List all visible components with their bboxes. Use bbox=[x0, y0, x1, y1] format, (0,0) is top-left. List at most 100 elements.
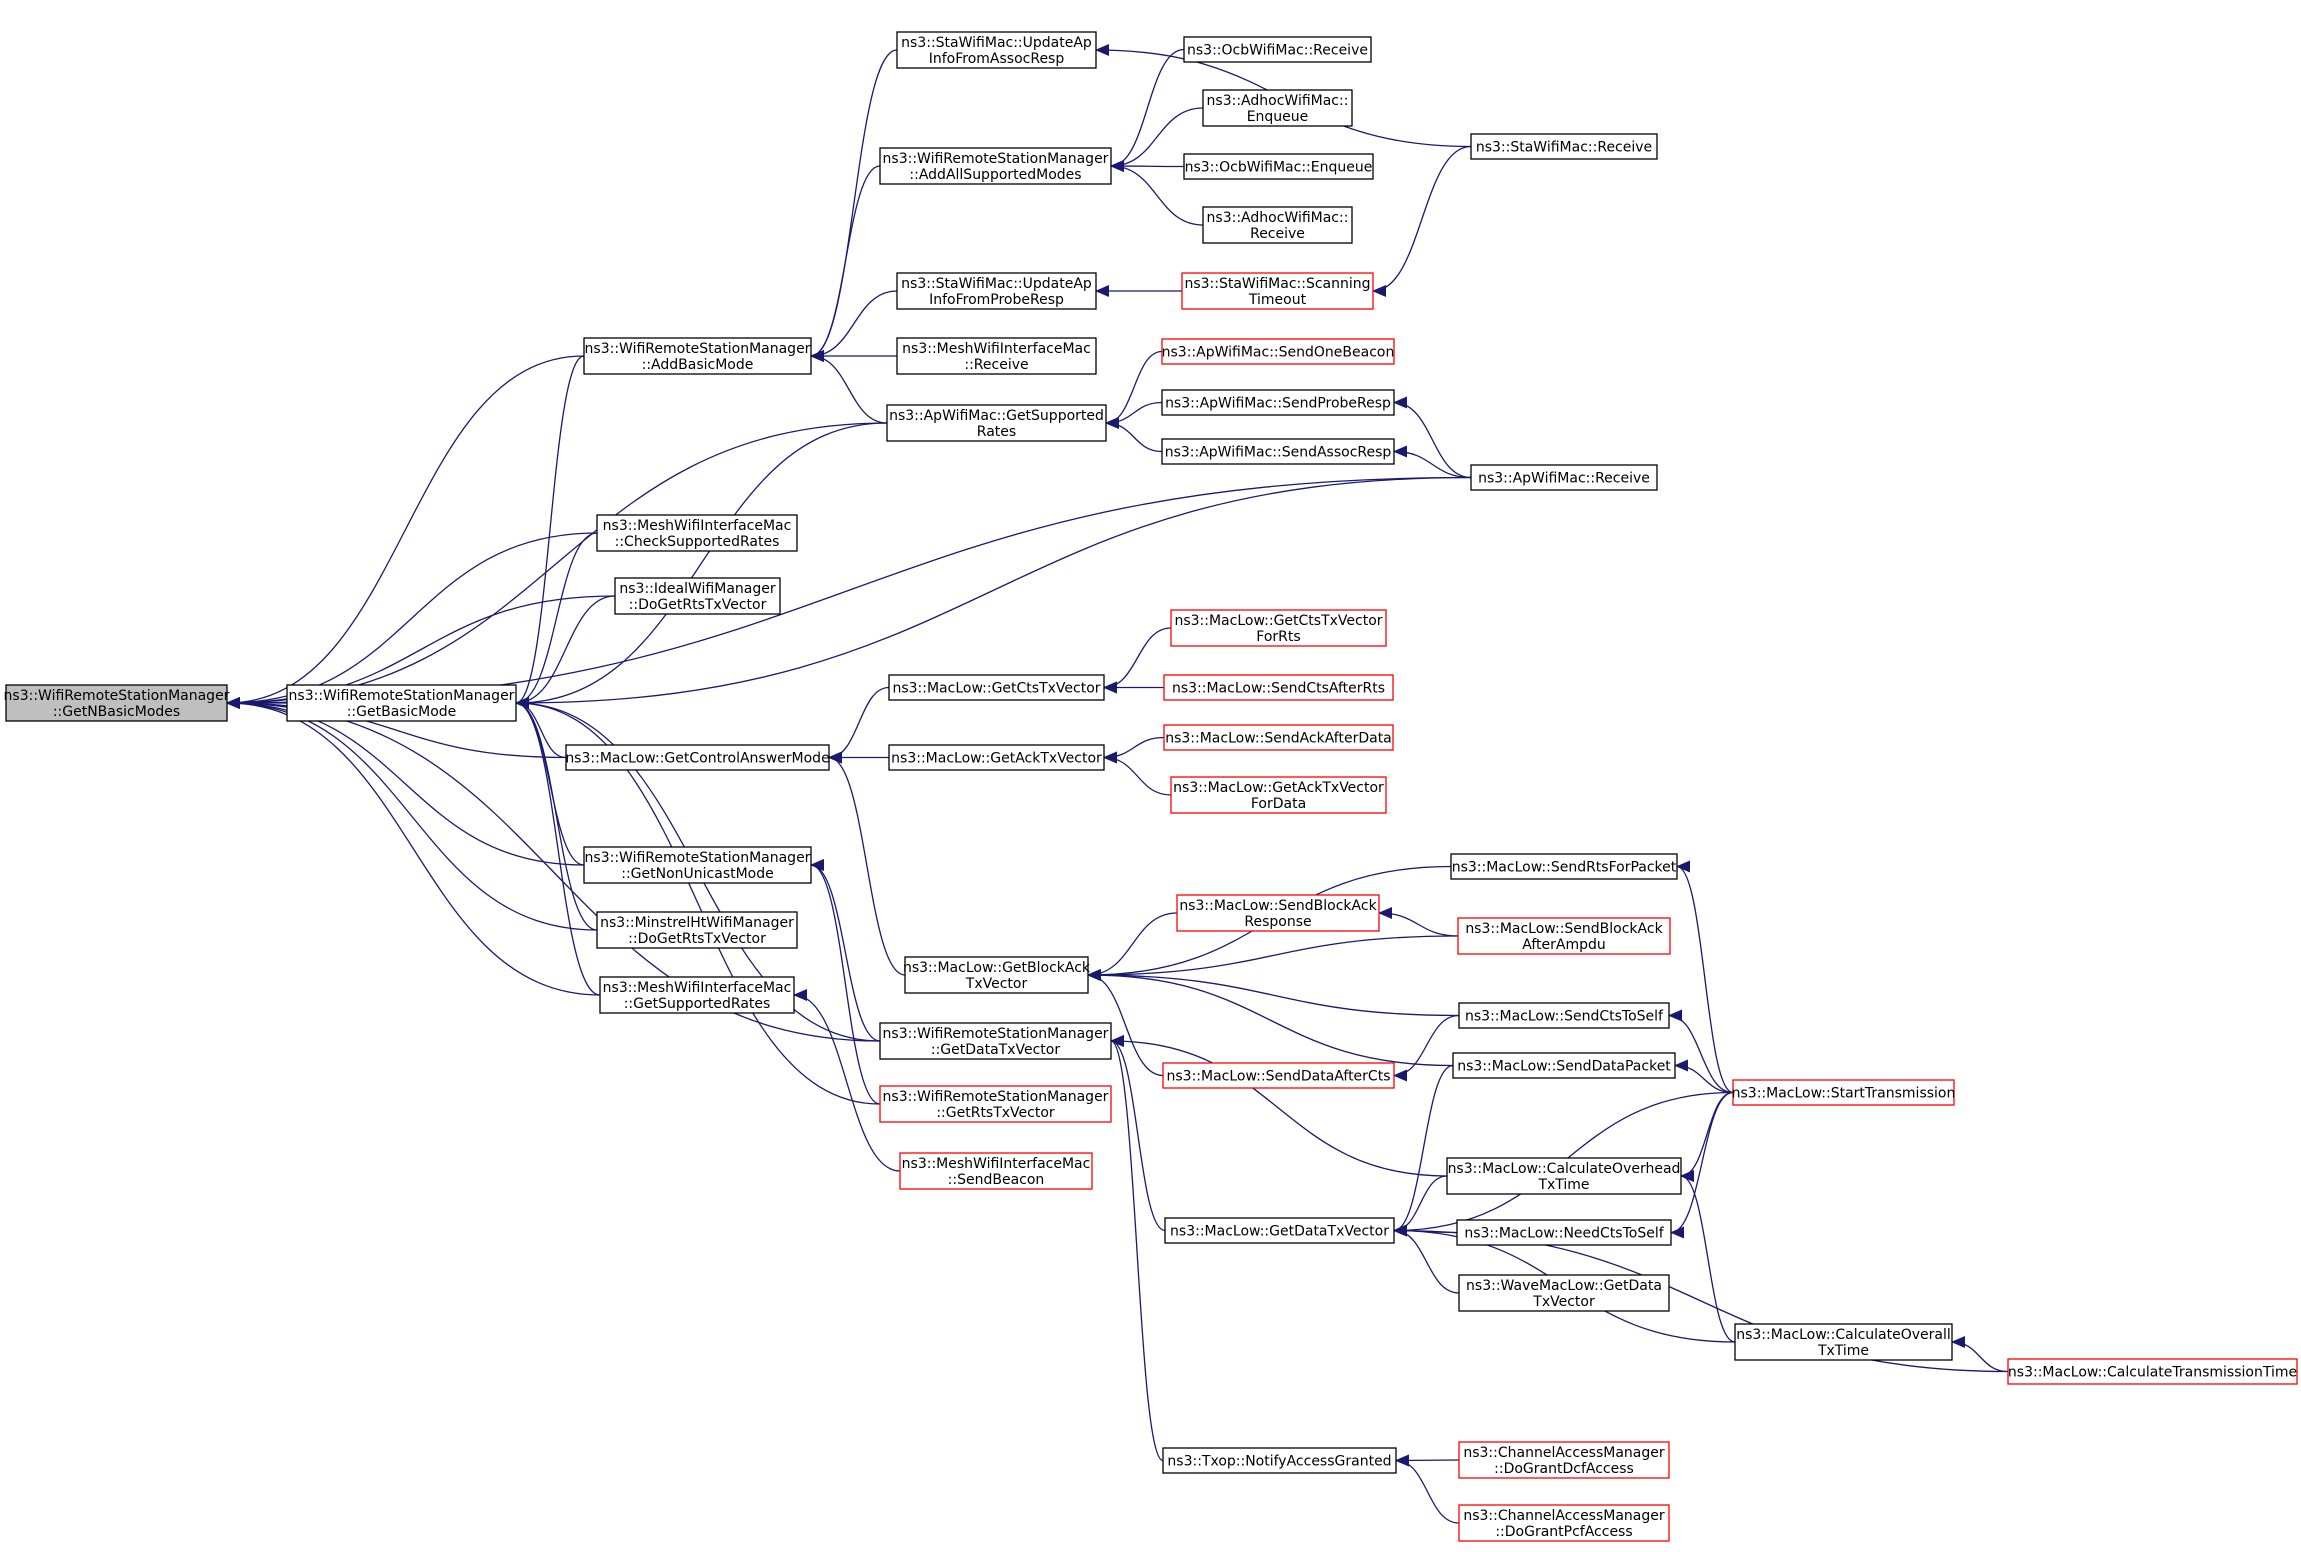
node-box[interactable] bbox=[879, 1085, 1112, 1123]
node-box[interactable] bbox=[896, 337, 1097, 375]
node-box[interactable] bbox=[1202, 206, 1353, 244]
node-ocbEnqueue[interactable]: ns3::OcbWifiMac::Enqueue bbox=[1183, 153, 1374, 180]
node-apSupRates[interactable]: ns3::ApWifiMac::GetSupportedRates bbox=[886, 404, 1107, 442]
node-box[interactable] bbox=[1162, 1447, 1397, 1474]
node-box[interactable] bbox=[583, 846, 812, 884]
node-dataAfterCts[interactable]: ns3::MacLow::SendDataAfterCts bbox=[1162, 1062, 1395, 1089]
node-box[interactable] bbox=[896, 31, 1097, 69]
node-wrsmDataTx[interactable]: ns3::WifiRemoteStationManager::GetDataTx… bbox=[879, 1022, 1112, 1060]
node-box[interactable] bbox=[1732, 1079, 1955, 1106]
node-box[interactable] bbox=[1183, 153, 1374, 180]
node-box[interactable] bbox=[1161, 438, 1395, 465]
node-box[interactable] bbox=[1161, 338, 1395, 365]
node-dataPacket[interactable]: ns3::MacLow::SendDataPacket bbox=[1452, 1052, 1676, 1079]
node-addBasicMode[interactable]: ns3::WifiRemoteStationManager::AddBasicM… bbox=[583, 337, 812, 375]
node-box[interactable] bbox=[1202, 89, 1353, 127]
node-box[interactable] bbox=[1458, 1441, 1670, 1479]
node-box[interactable] bbox=[2007, 1358, 2298, 1385]
node-needCts[interactable]: ns3::MacLow::NeedCtsToSelf bbox=[1456, 1219, 1672, 1246]
node-waveDataTx[interactable]: ns3::WaveMacLow::GetDataTxVector bbox=[1458, 1274, 1670, 1312]
node-root[interactable]: ns3::WifiRemoteStationManager::GetNBasic… bbox=[4, 684, 230, 722]
node-box[interactable] bbox=[1470, 133, 1658, 160]
node-box[interactable] bbox=[599, 976, 795, 1014]
node-box[interactable] bbox=[583, 337, 812, 375]
node-box[interactable] bbox=[596, 514, 798, 552]
node-box[interactable] bbox=[596, 911, 798, 949]
node-box[interactable] bbox=[879, 1022, 1112, 1060]
node-box[interactable] bbox=[286, 684, 517, 722]
node-box[interactable] bbox=[1162, 1062, 1395, 1089]
node-box[interactable] bbox=[1170, 776, 1387, 814]
node-calcTxTime[interactable]: ns3::MacLow::CalculateTransmissionTime bbox=[2007, 1358, 2298, 1385]
node-box[interactable] bbox=[5, 684, 228, 722]
node-apOneBeacon[interactable]: ns3::ApWifiMac::SendOneBeacon bbox=[1161, 338, 1395, 365]
node-grantDcf[interactable]: ns3::ChannelAccessManager::DoGrantDcfAcc… bbox=[1458, 1441, 1670, 1479]
node-apReceive[interactable]: ns3::ApWifiMac::Receive bbox=[1470, 464, 1658, 491]
node-box[interactable] bbox=[1452, 1052, 1676, 1079]
node-staUpdProbe[interactable]: ns3::StaWifiMac::UpdateApInfoFromProbeRe… bbox=[896, 272, 1097, 310]
node-wrsmRtsTx[interactable]: ns3::WifiRemoteStationManager::GetRtsTxV… bbox=[879, 1085, 1112, 1123]
node-macDataTx[interactable]: ns3::MacLow::GetDataTxVector bbox=[1164, 1217, 1395, 1244]
node-addAllModes[interactable]: ns3::WifiRemoteStationManager::AddAllSup… bbox=[879, 147, 1112, 185]
node-checkRates[interactable]: ns3::MeshWifiInterfaceMac::CheckSupporte… bbox=[596, 514, 798, 552]
node-box[interactable] bbox=[1170, 609, 1387, 647]
node-box[interactable] bbox=[1456, 1219, 1672, 1246]
node-staReceive[interactable]: ns3::StaWifiMac::Receive bbox=[1470, 133, 1658, 160]
node-meshReceive[interactable]: ns3::MeshWifiInterfaceMac::Receive bbox=[896, 337, 1097, 375]
node-meshBeacon[interactable]: ns3::MeshWifiInterfaceMac::SendBeacon bbox=[899, 1152, 1093, 1190]
node-box[interactable] bbox=[1446, 1157, 1682, 1195]
node-box[interactable] bbox=[1163, 724, 1394, 751]
node-box[interactable] bbox=[904, 956, 1089, 994]
node-box[interactable] bbox=[1183, 36, 1372, 63]
node-getCtsTx[interactable]: ns3::MacLow::GetCtsTxVector bbox=[888, 674, 1105, 701]
node-box[interactable] bbox=[879, 147, 1112, 185]
node-box[interactable] bbox=[1176, 894, 1380, 932]
node-box[interactable] bbox=[1457, 917, 1671, 955]
node-notifyAccess[interactable]: ns3::Txop::NotifyAccessGranted bbox=[1162, 1447, 1397, 1474]
node-box[interactable] bbox=[899, 1152, 1093, 1190]
node-box[interactable] bbox=[565, 744, 830, 771]
node-ackAfterData[interactable]: ns3::MacLow::SendAckAfterData bbox=[1163, 724, 1394, 751]
node-nonUnicast[interactable]: ns3::WifiRemoteStationManager::GetNonUni… bbox=[583, 846, 812, 884]
node-box[interactable] bbox=[614, 577, 781, 615]
node-box[interactable] bbox=[1458, 1274, 1670, 1312]
node-ctsAfterRts[interactable]: ns3::MacLow::SendCtsAfterRts bbox=[1163, 674, 1394, 701]
node-box[interactable] bbox=[1181, 272, 1374, 310]
node-apAssocResp[interactable]: ns3::ApWifiMac::SendAssocResp bbox=[1161, 438, 1395, 465]
node-box[interactable] bbox=[888, 744, 1105, 771]
node-box[interactable] bbox=[1470, 464, 1658, 491]
node-ctsToSelf[interactable]: ns3::MacLow::SendCtsToSelf bbox=[1458, 1002, 1670, 1029]
node-ocbReceive[interactable]: ns3::OcbWifiMac::Receive bbox=[1183, 36, 1372, 63]
node-rtsForPacket[interactable]: ns3::MacLow::SendRtsForPacket bbox=[1450, 853, 1678, 880]
node-box[interactable] bbox=[888, 674, 1105, 701]
node-adhocReceive[interactable]: ns3::AdhocWifiMac::Receive bbox=[1202, 206, 1353, 244]
node-box[interactable] bbox=[1458, 1002, 1670, 1029]
node-box[interactable] bbox=[1164, 1217, 1395, 1244]
node-startTx[interactable]: ns3::MacLow::StartTransmission bbox=[1732, 1079, 1956, 1106]
node-ctrlAnswer[interactable]: ns3::MacLow::GetControlAnswerMode bbox=[565, 744, 830, 771]
node-box[interactable] bbox=[1458, 1504, 1670, 1542]
node-adhocEnqueue[interactable]: ns3::AdhocWifiMac::Enqueue bbox=[1202, 89, 1353, 127]
node-box[interactable] bbox=[1163, 674, 1394, 701]
node-staUpdAssoc[interactable]: ns3::StaWifiMac::UpdateApInfoFromAssocRe… bbox=[896, 31, 1097, 69]
node-minstrelRts[interactable]: ns3::MinstrelHtWifiManager::DoGetRtsTxVe… bbox=[596, 911, 798, 949]
node-grantPcf[interactable]: ns3::ChannelAccessManager::DoGrantPcfAcc… bbox=[1458, 1504, 1670, 1542]
node-meshSupRates[interactable]: ns3::MeshWifiInterfaceMac::GetSupportedR… bbox=[599, 976, 795, 1014]
node-apProbeResp[interactable]: ns3::ApWifiMac::SendProbeResp bbox=[1161, 389, 1395, 416]
node-idealRts[interactable]: ns3::IdealWifiManager::DoGetRtsTxVector bbox=[614, 577, 781, 615]
node-box[interactable] bbox=[886, 404, 1107, 442]
node-box[interactable] bbox=[896, 272, 1097, 310]
node-box[interactable] bbox=[1161, 389, 1395, 416]
node-box[interactable] bbox=[1450, 853, 1678, 880]
node-getAckTx[interactable]: ns3::MacLow::GetAckTxVector bbox=[888, 744, 1105, 771]
node-getBasicMode[interactable]: ns3::WifiRemoteStationManager::GetBasicM… bbox=[286, 684, 517, 722]
node-box[interactable] bbox=[1734, 1323, 1953, 1361]
